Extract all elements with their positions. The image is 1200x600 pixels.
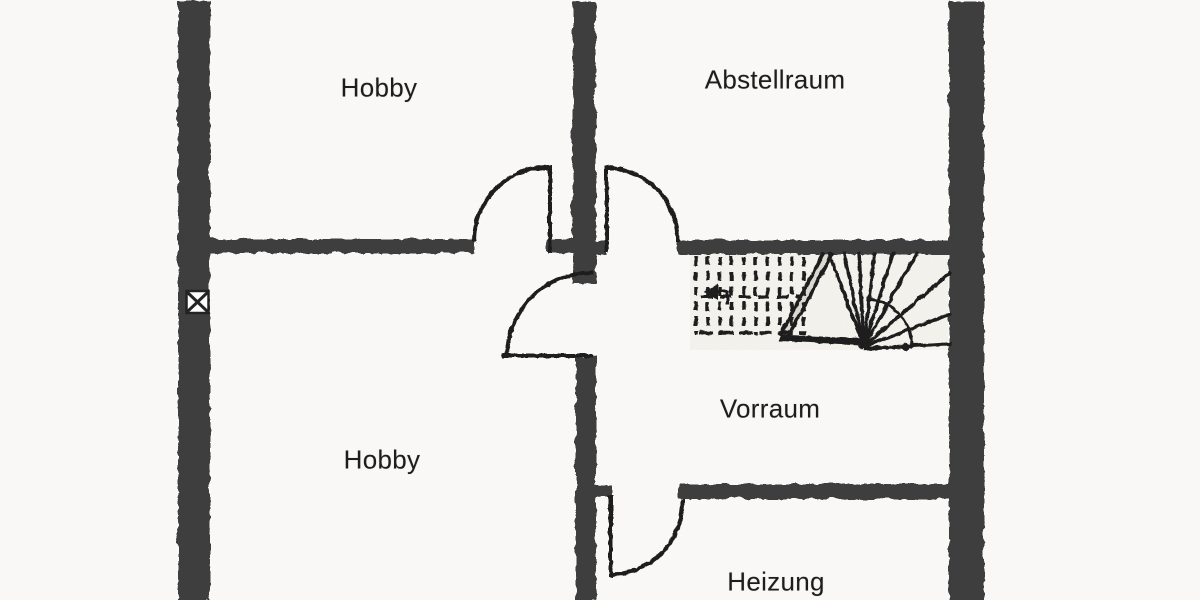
room-label-hobby-top: Hobby	[340, 72, 418, 103]
room-label-heizung: Heizung	[727, 566, 825, 597]
room-label-vorraum: Vorraum	[719, 393, 821, 424]
room-label-abstellraum: Abstellraum	[704, 64, 846, 95]
room-label-hobby-bottom: Hobby	[343, 444, 421, 475]
